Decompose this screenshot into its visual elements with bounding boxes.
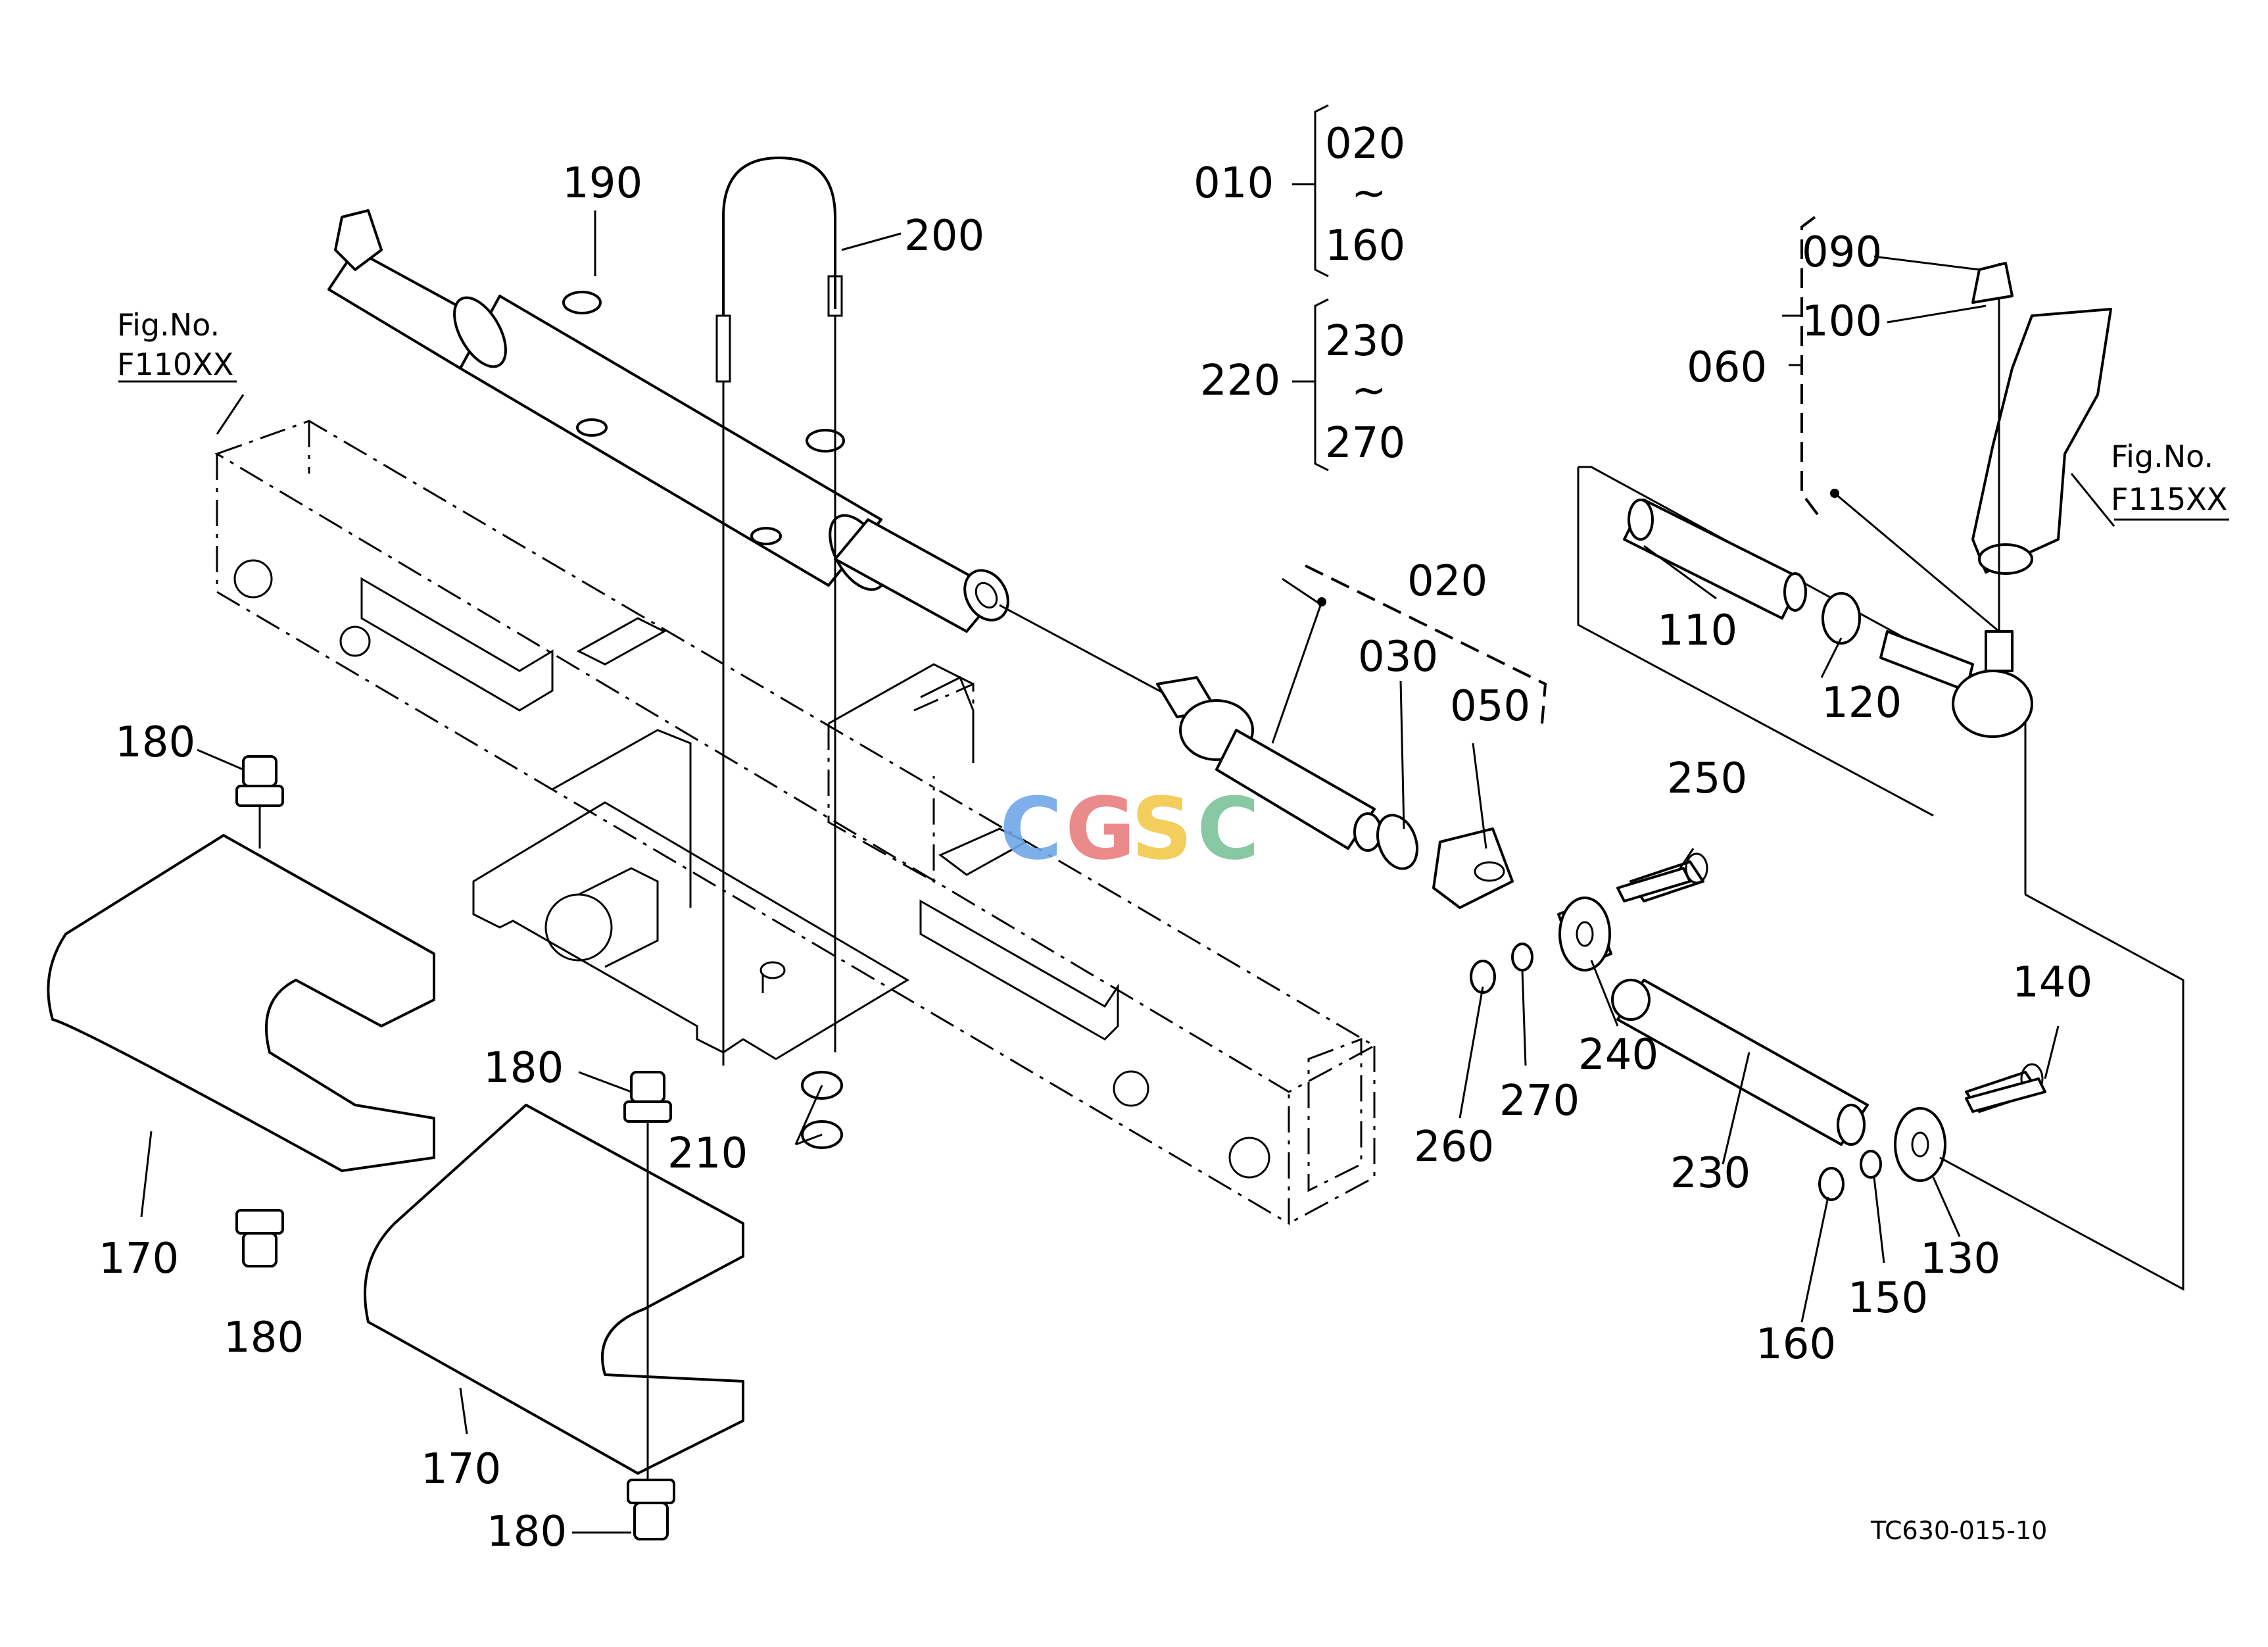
group-220: 220 230 ~ 270 bbox=[1200, 317, 1405, 468]
callout-170-left: 170 bbox=[99, 1235, 179, 1283]
fig-ref-left-line2: F110XX bbox=[117, 347, 233, 382]
callout-180-top-right: 180 bbox=[483, 1044, 564, 1093]
callout-180-top-left: 180 bbox=[115, 718, 195, 767]
bolt-180-top-left bbox=[235, 755, 284, 848]
callout-230: 230 bbox=[1670, 1149, 1750, 1198]
callout-050: 050 bbox=[1450, 682, 1530, 731]
steering-cylinder bbox=[327, 209, 1184, 705]
callout-030: 030 bbox=[1358, 633, 1438, 681]
mount-bracket bbox=[360, 577, 1119, 1060]
fig-ref-left: Fig.No. F110XX bbox=[117, 307, 233, 382]
drawing-code: TC630-015-10 bbox=[1870, 1516, 2047, 1545]
callout-240: 240 bbox=[1578, 1031, 1658, 1079]
group-010-parent: 010 bbox=[1194, 159, 1274, 208]
leader-lines bbox=[140, 210, 2060, 1534]
callout-170-right: 170 bbox=[421, 1445, 501, 1494]
group-010: 010 020 ~ 160 bbox=[1194, 120, 1405, 270]
tie-rod-230 bbox=[1611, 979, 1869, 1146]
u-bolt bbox=[715, 157, 843, 1066]
callout-110: 110 bbox=[1657, 606, 1737, 655]
front-axle-phantom bbox=[214, 420, 1377, 1225]
bolt-140 bbox=[1965, 1077, 2046, 1113]
group-010-from: 020 bbox=[1325, 120, 1405, 168]
callout-140: 140 bbox=[2012, 958, 2092, 1007]
group-220-from: 230 bbox=[1325, 317, 1405, 366]
bolt-180-bottom-left bbox=[235, 1209, 284, 1267]
group-220-to: 270 bbox=[1325, 419, 1405, 468]
callout-090: 090 bbox=[1802, 228, 1882, 277]
fig-ref-leader-right bbox=[2070, 473, 2115, 527]
group-brace-220 bbox=[1292, 298, 1329, 472]
group-010-tilde: ~ bbox=[1351, 169, 1387, 218]
callout-250: 250 bbox=[1667, 754, 1747, 803]
fig-ref-left-line1: Fig.No. bbox=[117, 307, 220, 343]
clamp-130 bbox=[1818, 893, 2184, 1291]
bolt-180-bottom-right bbox=[627, 1479, 675, 1540]
fig-ref-right-line2: F115XX bbox=[2111, 481, 2227, 517]
callout-200: 200 bbox=[904, 212, 984, 260]
callout-260: 260 bbox=[1414, 1123, 1494, 1171]
callout-150: 150 bbox=[1848, 1274, 1928, 1323]
callout-160: 160 bbox=[1756, 1320, 1836, 1369]
group-brace-010 bbox=[1292, 104, 1329, 278]
tie-rod-020 bbox=[1156, 578, 1514, 909]
fig-ref-leader-left bbox=[216, 394, 245, 435]
bolt-250 bbox=[1616, 867, 1691, 902]
group-bracket-020 bbox=[1305, 564, 1547, 724]
nuts-210 bbox=[801, 1071, 843, 1149]
callout-020: 020 bbox=[1407, 557, 1487, 606]
group-010-to: 160 bbox=[1325, 222, 1405, 270]
callout-180-bottom-right: 180 bbox=[487, 1508, 567, 1556]
group-bracket-060 bbox=[1800, 216, 1823, 521]
callout-190: 190 bbox=[562, 159, 642, 208]
callout-120: 120 bbox=[1822, 679, 1902, 727]
tie-rod-end bbox=[1577, 262, 2112, 895]
group-220-tilde: ~ bbox=[1351, 366, 1387, 415]
watermark-letter-s: S bbox=[1131, 779, 1193, 879]
watermark-letter-g: G bbox=[1065, 779, 1136, 879]
shield-left bbox=[47, 834, 435, 1172]
callout-270: 270 bbox=[1499, 1077, 1580, 1125]
callout-060: 060 bbox=[1687, 343, 1767, 392]
watermark-logo: C G S C bbox=[1000, 779, 1259, 879]
callout-210: 210 bbox=[667, 1129, 748, 1178]
callout-130: 130 bbox=[1920, 1235, 2000, 1283]
watermark-letter-c1: C bbox=[1000, 779, 1062, 879]
group-220-parent: 220 bbox=[1200, 356, 1280, 405]
bolt-180-top-right bbox=[623, 1071, 672, 1487]
callout-100: 100 bbox=[1802, 297, 1882, 346]
callout-180-bottom-left: 180 bbox=[224, 1314, 304, 1362]
fig-ref-right: Fig.No. F115XX bbox=[2111, 439, 2227, 517]
watermark-letter-c2: C bbox=[1197, 779, 1259, 879]
fig-ref-right-line1: Fig.No. bbox=[2111, 439, 2213, 474]
